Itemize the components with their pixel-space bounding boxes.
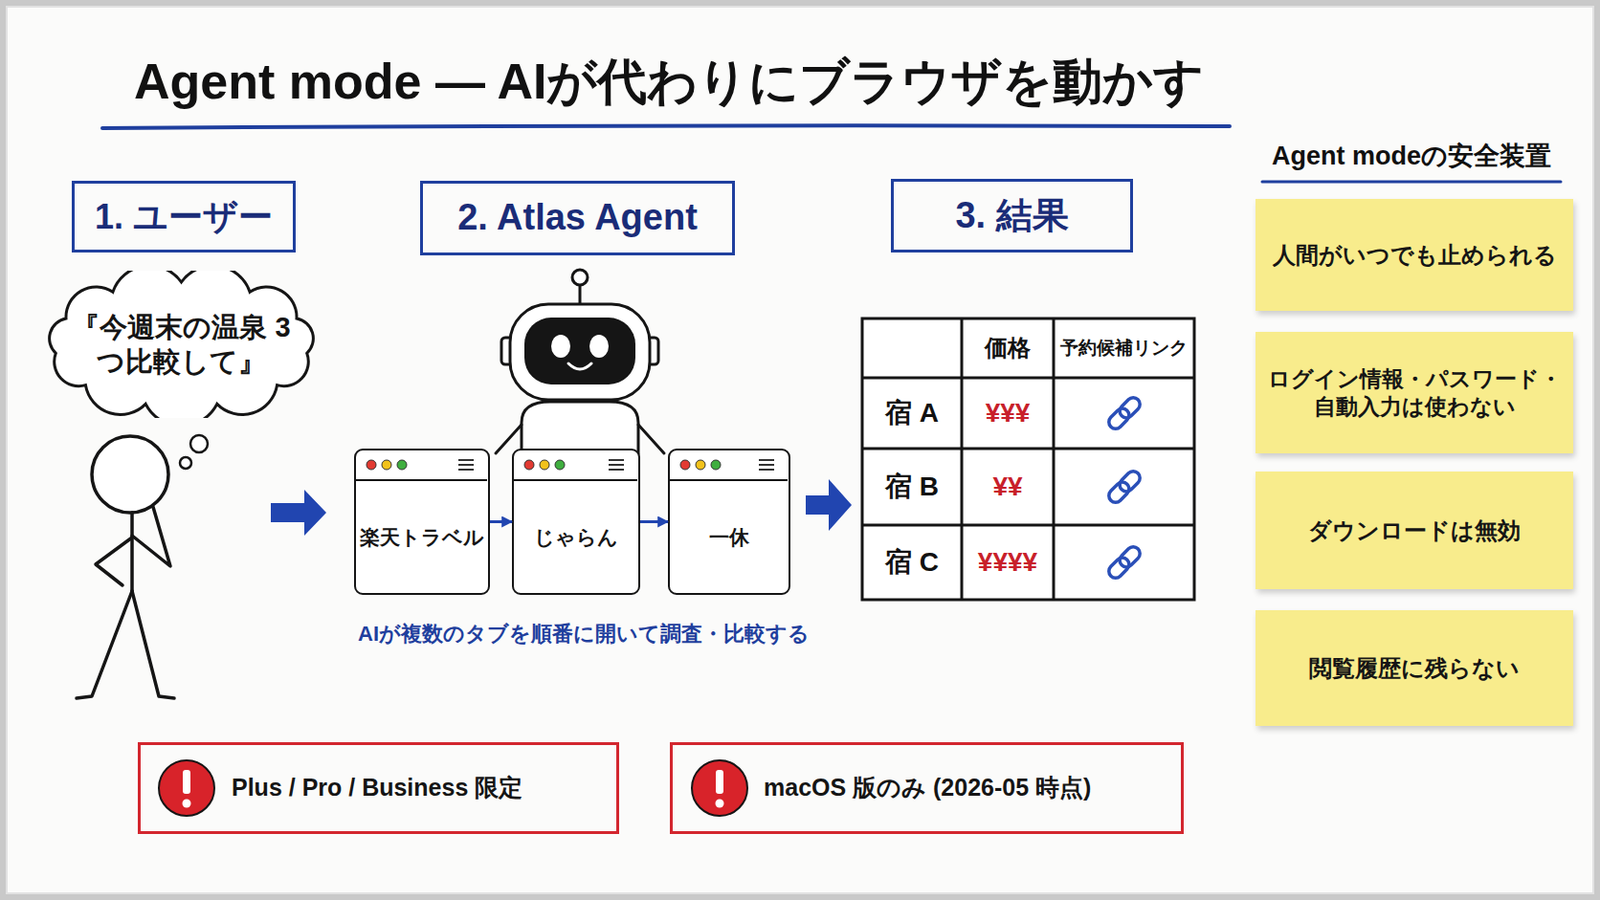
node-text: 『今週末の温泉 3つ比較して』 xyxy=(69,310,293,380)
result-table xyxy=(862,318,1195,600)
warning-icon xyxy=(158,760,748,817)
flow-arrow xyxy=(805,479,852,532)
window-dot xyxy=(711,460,721,470)
sticky-note: 閲覧履歴に残らない xyxy=(1255,610,1574,727)
notice-box: Plus / Pro / Business 限定 xyxy=(137,742,620,835)
heading-underline xyxy=(1262,180,1561,184)
title-underline xyxy=(102,125,1230,129)
link-icon xyxy=(1106,395,1143,581)
table-header: 価格 xyxy=(961,318,1054,378)
table-cell: 宿 A xyxy=(862,377,962,449)
price-cell: ¥¥¥ xyxy=(961,377,1054,449)
step-box: 3. 結果 xyxy=(890,178,1134,253)
window-dot xyxy=(555,460,565,470)
flow-connector xyxy=(640,520,668,524)
window-chrome xyxy=(513,450,638,484)
window-menu xyxy=(608,460,624,470)
node-text: 人間がいつでも止められる xyxy=(1272,241,1557,270)
cloud-shape xyxy=(49,270,314,419)
sticky-note: 人間がいつでも止められる xyxy=(1255,199,1574,312)
node-text: 閲覧履歴に残らない xyxy=(1309,654,1520,684)
node-text: Plus / Pro / Business 限定 xyxy=(231,773,523,803)
title-text: Agent mode — AIが代わりにブラウザを動かす xyxy=(133,42,1204,123)
browser-window: 一休 xyxy=(667,448,791,596)
flow-arrow xyxy=(270,489,327,536)
node-text: ダウンロードは無効 xyxy=(1308,516,1521,546)
thought-bubble xyxy=(179,457,192,469)
window-dot xyxy=(539,460,550,470)
table-header: 予約候補リンク xyxy=(1053,318,1195,378)
window-dot xyxy=(381,460,392,470)
node-text: 楽天トラベル xyxy=(359,525,485,551)
cloud-outline xyxy=(41,270,322,419)
window-bar-line xyxy=(355,479,488,482)
window-dot xyxy=(366,460,377,470)
window-bar-line xyxy=(669,479,788,482)
section-heading: Agent modeの安全装置 xyxy=(1261,133,1562,179)
step-heading: 3. 結果 xyxy=(955,193,1068,240)
window-dot xyxy=(397,460,407,470)
browser-window: じゃらん xyxy=(511,448,641,596)
notice-box: macOS 版のみ (2026-05 時点) xyxy=(669,742,1184,835)
sticky-note: ログイン情報・パスワード・自動入力は使わない xyxy=(1255,332,1574,454)
flow-connector xyxy=(489,520,512,524)
window-dot xyxy=(695,460,706,470)
stick-figure xyxy=(76,436,175,699)
window-dot xyxy=(524,460,534,470)
step-heading: 2. Atlas Agent xyxy=(457,195,698,242)
flow-caption: AIが複数のタブを順番に開いて調査・比較する xyxy=(339,617,828,652)
step-heading: 1. ユーザー xyxy=(94,195,273,239)
node-text: macOS 版のみ (2026-05 時点) xyxy=(763,773,1091,803)
window-menu xyxy=(458,460,474,470)
node-text: ログイン情報・パスワード・自動入力は使わない xyxy=(1265,365,1564,422)
price-cell: ¥¥¥¥ xyxy=(961,525,1054,600)
window-bar-line xyxy=(513,479,638,482)
window-chrome xyxy=(355,450,488,484)
window-menu xyxy=(758,460,775,470)
price-cell: ¥¥ xyxy=(961,448,1054,526)
table-cell: 宿 C xyxy=(862,525,962,600)
thought-bubble xyxy=(190,435,208,453)
node-text: 一休 xyxy=(709,525,750,551)
table-cell: 宿 B xyxy=(862,448,962,526)
browser-window: 楽天トラベル xyxy=(354,448,490,596)
window-chrome xyxy=(669,450,788,484)
step-box: 1. ユーザー xyxy=(71,180,296,253)
thought-cloud: 『今週末の温泉 3つ比較して』 xyxy=(41,270,322,419)
step-box: 2. Atlas Agent xyxy=(420,180,735,256)
node-text: じゃらん xyxy=(533,525,619,551)
window-dot xyxy=(680,460,690,470)
robot-illustration xyxy=(495,269,665,455)
sticky-note: ダウンロードは無効 xyxy=(1255,471,1574,590)
